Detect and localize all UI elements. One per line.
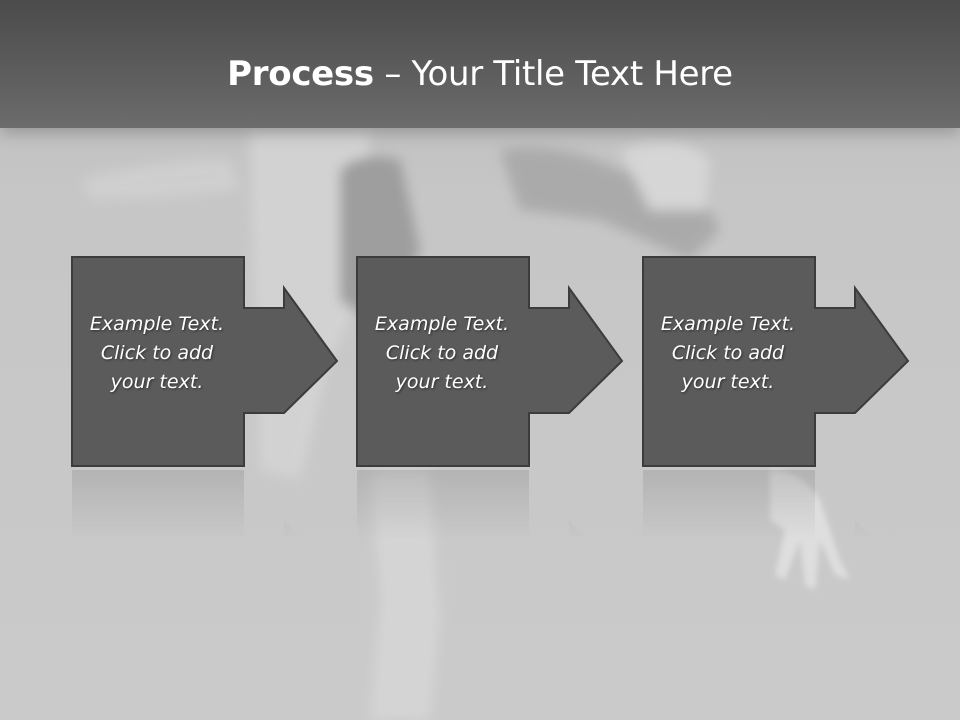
title-bold-text: Process bbox=[227, 54, 374, 94]
arrow-box-shape bbox=[356, 256, 624, 467]
slide-title[interactable]: Process – Your Title Text Here bbox=[0, 52, 960, 96]
step-text-line-2: Click to add bbox=[100, 342, 214, 364]
title-bar bbox=[0, 0, 960, 128]
step-text-line-3: your text. bbox=[395, 371, 489, 393]
step-text[interactable]: Example Text. Click to add your text. bbox=[356, 310, 528, 397]
step-text-line-1: Example Text. bbox=[660, 313, 796, 335]
step-text[interactable]: Example Text. Click to add your text. bbox=[642, 310, 814, 397]
step-text-line-3: your text. bbox=[110, 371, 204, 393]
step-text[interactable]: Example Text. Click to add your text. bbox=[71, 310, 243, 397]
title-separator: – bbox=[373, 54, 412, 94]
arrow-box-shape bbox=[71, 256, 339, 467]
step-text-line-2: Click to add bbox=[385, 342, 499, 364]
step-2-reflection bbox=[357, 470, 588, 540]
step-text-line-1: Example Text. bbox=[374, 313, 510, 335]
process-step-3[interactable]: Example Text. Click to add your text. bbox=[642, 256, 910, 468]
process-step-1[interactable]: Example Text. Click to add your text. bbox=[71, 256, 339, 468]
step-1-reflection bbox=[72, 470, 303, 540]
arrow-box-shape bbox=[642, 256, 910, 467]
step-text-line-3: your text. bbox=[681, 371, 775, 393]
title-text: Your Title Text Here bbox=[411, 54, 734, 94]
process-step-2[interactable]: Example Text. Click to add your text. bbox=[356, 256, 624, 468]
step-text-line-1: Example Text. bbox=[89, 313, 225, 335]
step-text-line-2: Click to add bbox=[671, 342, 785, 364]
step-3-reflection bbox=[643, 470, 874, 540]
